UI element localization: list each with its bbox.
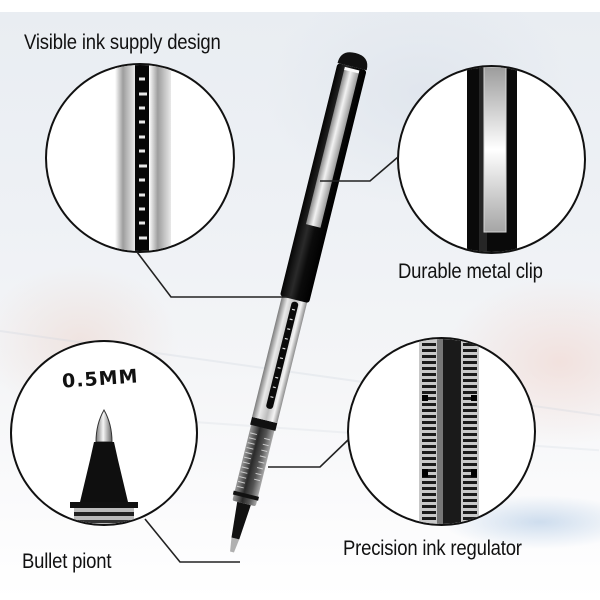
callout-circle-ink-supply xyxy=(45,63,235,253)
ink-window-closeup xyxy=(115,65,171,251)
regulator-closeup xyxy=(419,339,479,524)
callout-circle-bullet-point: 0.5MM xyxy=(10,340,198,526)
nib-closeup xyxy=(70,408,138,524)
label-ink-regulator: Precision ink regulator xyxy=(343,537,522,560)
callout-circle-ink-regulator xyxy=(347,337,536,526)
callout-circle-metal-clip xyxy=(397,65,586,254)
label-bullet-point: Bullet piont xyxy=(22,550,112,573)
clip-closeup xyxy=(467,67,517,252)
label-metal-clip: Durable metal clip xyxy=(398,260,543,283)
label-ink-supply: Visible ink supply design xyxy=(24,31,221,54)
